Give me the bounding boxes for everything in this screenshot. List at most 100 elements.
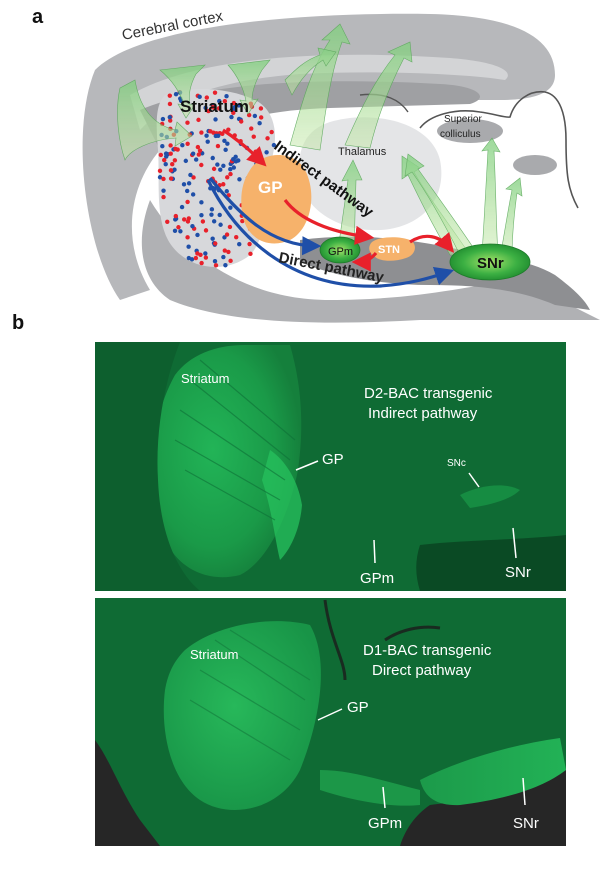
d1-neuron-dot (190, 223, 195, 229)
thalamus-shape (299, 117, 442, 231)
inferior-colliculus-shape (513, 155, 557, 175)
top-dark-ventral-region (416, 535, 566, 591)
d1-neuron-dot (172, 228, 178, 234)
d1-neuron-dot (179, 204, 185, 210)
d2-neuron-dot (173, 213, 179, 219)
d1-neuron-dot (224, 189, 229, 194)
d1-neuron-dot (213, 133, 218, 139)
d1-neuron-dot (160, 116, 166, 122)
cortex-inner-band (130, 54, 508, 130)
d2-neuron-dot (196, 117, 201, 123)
snr-to-colliculus-arrow (481, 137, 501, 256)
bottom-striatum-label: Striatum (190, 647, 238, 662)
gp-label: GP (258, 178, 283, 197)
striatum-to-snr-arrow (206, 179, 455, 288)
d1-neuron-dot (205, 139, 210, 144)
bottom-gpm-pointer (382, 786, 386, 809)
d1-neuron-dot (221, 254, 226, 260)
d2-neuron-dot (206, 108, 211, 114)
d2-neuron-dot (210, 104, 216, 110)
stn-label: STN (378, 244, 400, 256)
d2-neuron-dot (228, 258, 233, 264)
cortex-projection-arrow-4 (284, 47, 337, 96)
d2-neuron-dot (211, 166, 217, 172)
d2-neuron-dot (172, 158, 178, 163)
d1-neuron-dot (217, 212, 222, 218)
d1-neuron-dot (173, 92, 179, 97)
bottom-gp-label: GP (347, 699, 369, 716)
d1-neuron-dot (271, 142, 277, 148)
d1-neuron-dot (204, 133, 209, 138)
d2-neuron-dot (165, 219, 170, 224)
top-gp-pointer (295, 460, 319, 471)
d1-neuron-dot (257, 121, 262, 126)
d2-neuron-dot (185, 120, 190, 125)
bottom-void-right (400, 770, 566, 846)
d2-neuron-dot (226, 127, 231, 132)
d2-neuron-dot (203, 255, 209, 260)
d1-neuron-dot (186, 181, 192, 186)
gpm-label: GPm (328, 246, 353, 258)
top-snc-label: SNc (447, 458, 466, 469)
bottom-gpm-label: GPm (368, 815, 402, 832)
d1-neuron-dot (212, 259, 218, 264)
d2-neuron-dot (176, 225, 181, 230)
d1-neuron-dot (229, 114, 234, 120)
d2-neuron-dot (249, 126, 254, 131)
d2-neuron-dot (204, 95, 210, 100)
d1-neuron-dot (157, 175, 163, 180)
d2-neuron-dot (231, 110, 236, 116)
snr-nucleus (449, 243, 531, 281)
bottom-ventricle-dark (323, 599, 441, 681)
d2-neuron-dot (265, 136, 270, 141)
d2-neuron-dot (197, 148, 203, 153)
d2-neuron-dot (196, 152, 202, 157)
d2-neuron-dot (212, 90, 218, 95)
d1-neuron-dot (186, 244, 191, 249)
d1-neuron-dot (190, 151, 196, 156)
d2-neuron-dot (161, 176, 166, 182)
d1-neuron-dot (163, 151, 169, 156)
d2-neuron-dot (168, 118, 173, 123)
d1-neuron-dot (190, 192, 196, 197)
d2-neuron-dot (185, 141, 190, 147)
top-striatum-label: Striatum (181, 371, 229, 386)
d2-neuron-dot (208, 129, 213, 134)
cortex-caudal-outline (359, 93, 409, 113)
d1-neuron-dot (209, 207, 215, 212)
d1-neuron-dot (163, 161, 168, 167)
d2-neuron-dot (168, 151, 173, 156)
d1-neuron-dot (167, 114, 173, 120)
top-snc-pointer (468, 472, 480, 488)
d1-neuron-dot (232, 107, 237, 112)
bottom-gpm-region (320, 770, 420, 806)
d2-neuron-dot (173, 146, 178, 152)
bottom-striatum-region (163, 621, 321, 810)
thalamus-label: Thalamus (338, 146, 387, 158)
d2-bac-micrograph (95, 342, 566, 591)
stn-nucleus (369, 237, 415, 261)
d2-neuron-dot (239, 119, 244, 124)
d2-neuron-dot (185, 235, 190, 240)
top-gp-label: GP (322, 451, 344, 468)
d2-neuron-dot (248, 251, 253, 256)
top-dark-left-region (95, 342, 200, 591)
midbrain-outline (419, 91, 579, 209)
d1-neuron-dot (224, 94, 229, 99)
snr-to-thalamus-arrow-2 (404, 153, 479, 256)
d2-neuron-dot (170, 161, 175, 167)
d2-neuron-dot (213, 241, 218, 246)
d2-neuron-dot (258, 115, 264, 120)
d1-neuron-dot (215, 162, 220, 167)
d1-neuron-dot (161, 188, 166, 193)
d1-neuron-dot (264, 150, 269, 155)
d1-neuron-dot (195, 232, 200, 238)
thalamus-to-cortex-arrow-2 (344, 41, 413, 149)
d1-bac-micrograph (95, 598, 566, 846)
stn-to-gpm-arrow (351, 251, 378, 272)
d2-neuron-dot (227, 224, 233, 230)
d1-neuron-dot (178, 229, 183, 234)
bottom-snr-label: SNr (513, 815, 539, 832)
top-title-line2: Indirect pathway (368, 405, 478, 422)
d1-neuron-dot (218, 167, 223, 172)
